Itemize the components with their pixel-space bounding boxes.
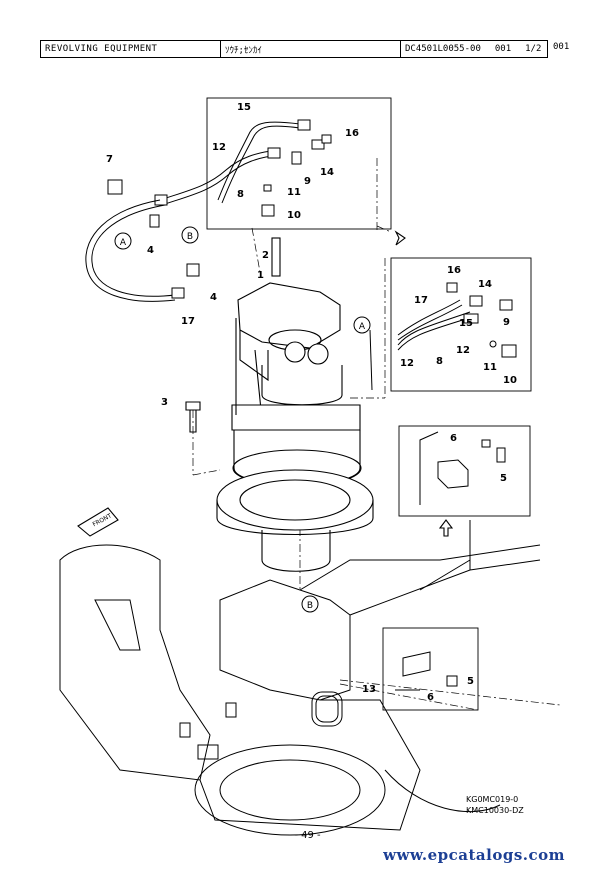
document-code-cell: DC4501L0055-00 001 1/2 — [401, 41, 547, 57]
callout-14: 14 — [320, 167, 334, 178]
document-code: DC4501L0055-00 — [405, 44, 481, 54]
callout-7: 7 — [106, 154, 113, 165]
hose-assembly-right — [397, 282, 517, 358]
callout-17: 17 — [181, 316, 195, 327]
detail-box-lower — [382, 627, 479, 711]
callout-4-left: 4 — [147, 245, 154, 256]
callout-6-bracket: 6 — [450, 433, 457, 444]
title-block: REVOLVING EQUIPMENT ｿｳﾁ;ｾﾝｶｲ DC4501L0055… — [40, 40, 548, 58]
callout-6-lower: 6 — [427, 692, 434, 703]
direction-arrows — [77, 230, 454, 537]
ref-a-right: A — [359, 322, 366, 332]
callout-14-right: 14 — [478, 279, 492, 290]
detail-box-bracket — [398, 425, 531, 517]
callout-10: 10 — [287, 210, 301, 221]
callout-9: 9 — [304, 176, 311, 187]
callout-15-right: 15 — [459, 318, 473, 329]
callout-11: 11 — [287, 187, 301, 198]
watermark: www.epcatalogs.com — [383, 846, 565, 864]
sequence-number: 001 — [494, 44, 512, 54]
drawing-code-2: KMC10030-DZ — [466, 806, 524, 815]
page-number: - 49 - — [294, 830, 321, 841]
callout-8: 8 — [237, 189, 244, 200]
callout-12: 12 — [212, 142, 226, 153]
callout-15: 15 — [237, 102, 251, 113]
callout-10-right: 10 — [503, 375, 517, 386]
sheet-number: 1/2 — [525, 44, 542, 54]
arrow-up-icon — [438, 519, 454, 537]
lower-detail-parts — [395, 651, 458, 691]
callout-12-left: 12 — [400, 358, 414, 369]
callout-4-right: 4 — [210, 292, 217, 303]
callout-17-right: 17 — [414, 295, 428, 306]
page-reference: 001 — [553, 42, 570, 52]
drawing-codes: KG0MC019-0 KMC10030-DZ — [466, 794, 524, 816]
detail-box-hoses-right — [390, 257, 532, 392]
callout-8-right: 8 — [436, 356, 443, 367]
front-arrow-icon — [77, 507, 119, 537]
callout-9-right: 9 — [503, 317, 510, 328]
part-callouts: 15 12 8 9 16 14 11 10 7 4 4 17 2 1 3 16 … — [106, 102, 517, 703]
callout-2: 2 — [262, 250, 269, 261]
reference-letters: A B A B — [120, 232, 366, 611]
ref-b-bottom: B — [307, 601, 313, 611]
drawing-code-1: KG0MC019-0 — [466, 795, 519, 804]
callout-3: 3 — [161, 397, 168, 408]
hose-loop-left — [85, 179, 200, 302]
callout-5-lower: 5 — [467, 676, 474, 687]
ref-a-left: A — [120, 238, 127, 248]
ref-b-top: B — [187, 232, 193, 242]
callout-16-right: 16 — [447, 265, 461, 276]
callout-16: 16 — [345, 128, 359, 139]
callout-12-right: 12 — [456, 345, 470, 356]
leader-lines — [192, 158, 561, 711]
section-subtitle: ｿｳﾁ;ｾﾝｶｲ — [221, 41, 401, 57]
callout-5-bracket: 5 — [500, 473, 507, 484]
callout-1: 1 — [257, 270, 264, 281]
upper-frame — [59, 520, 541, 836]
callout-13: 13 — [362, 684, 376, 695]
section-title: REVOLVING EQUIPMENT — [41, 41, 221, 57]
hose-assembly-top — [149, 119, 332, 228]
valve-bracket — [419, 431, 506, 505]
arrow-right-icon — [394, 230, 406, 246]
swing-motor-assembly — [185, 237, 374, 572]
reference-markers — [114, 226, 373, 613]
detail-box-hoses-top — [206, 97, 392, 230]
callout-11-right: 11 — [483, 362, 497, 373]
